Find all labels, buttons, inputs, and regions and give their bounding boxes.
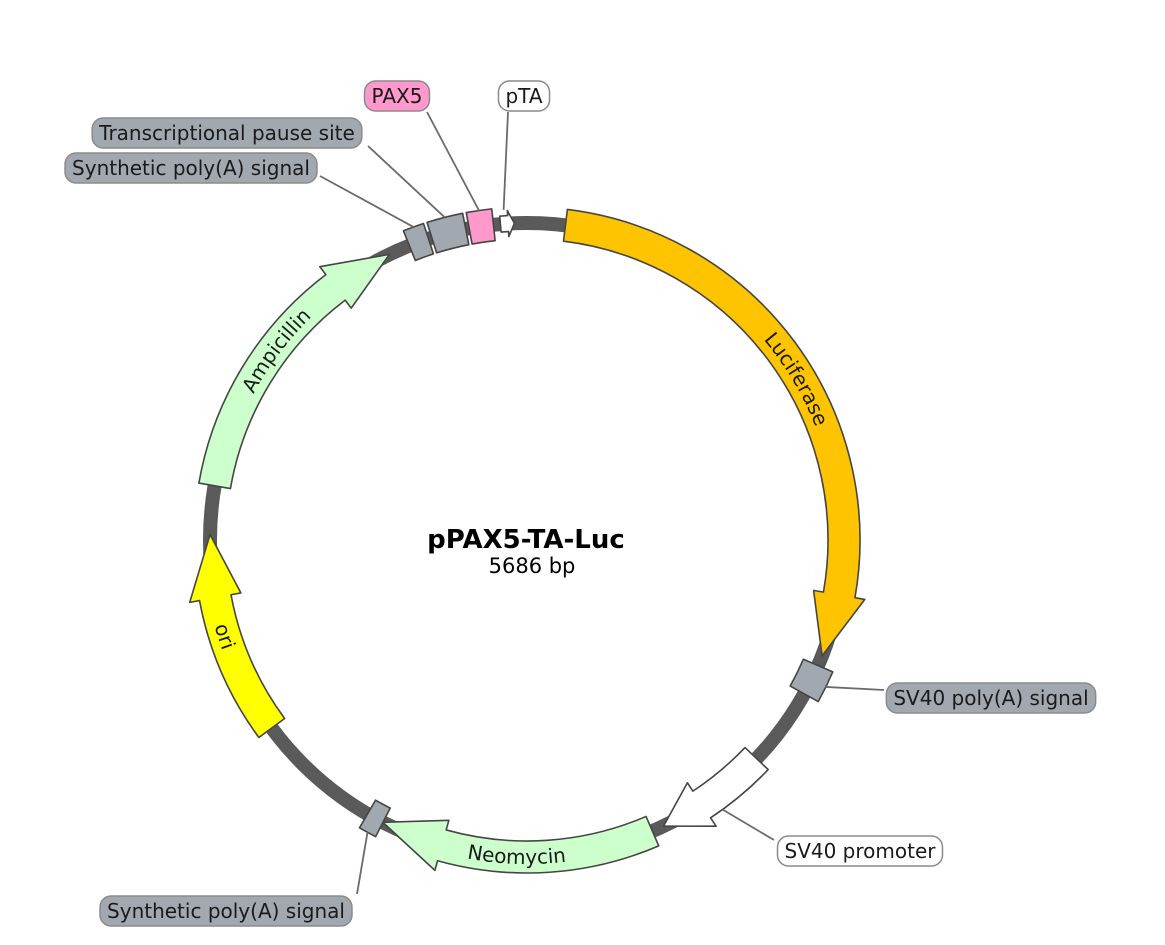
- feature-pax5-9[interactable]: [465, 208, 496, 245]
- feature-luciferase-0[interactable]: [562, 208, 866, 657]
- label-text: Transcriptional pause site: [98, 121, 355, 145]
- label-text: Synthetic poly(A) signal: [107, 899, 345, 923]
- feature-pta-10[interactable]: [498, 209, 516, 238]
- label-text: SV40 promoter: [785, 839, 937, 863]
- plasmid-size: 5686 bp: [489, 554, 576, 578]
- feature-labels: PAX5 pTA Transcriptional pause siteSynthet…: [64, 80, 1097, 927]
- label-pill: [497, 80, 551, 112]
- label-transcriptional-pause-site-2[interactable]: Transcriptional pause site: [91, 117, 363, 149]
- leader-lines: [319, 111, 885, 895]
- leader-line-sv40-poly-a-signal: [825, 686, 885, 691]
- leader-line-pax5: [426, 111, 480, 211]
- feature-sv40-promoter-2[interactable]: [662, 746, 769, 827]
- feature-synthetic-poly-a-signal-4[interactable]: [358, 799, 391, 838]
- feature-label-ampicillin: Ampicillin: [237, 303, 316, 396]
- leader-line-sv40-promoter: [722, 808, 775, 841]
- feature-sv40-poly-a-signal-1[interactable]: [789, 658, 834, 703]
- label-text: PAX5: [372, 84, 423, 108]
- label-pill: [64, 152, 318, 184]
- label-sv40-poly-a-signal-4[interactable]: SV40 poly(A) signal: [885, 682, 1097, 714]
- leader-line-synthetic-poly-a-signal: [356, 832, 369, 895]
- leader-line-synthetic-poly-a-signal: [319, 175, 414, 228]
- feature-label-luciferase: Luciferase: [760, 327, 834, 429]
- label-text: pTA: [505, 84, 542, 108]
- label-pax5-0[interactable]: PAX5: [363, 80, 431, 112]
- leader-line-pta: [502, 111, 509, 210]
- label-synthetic-poly-a-signal-6[interactable]: Synthetic poly(A) signal: [99, 895, 353, 927]
- label-text: SV40 poly(A) signal: [893, 686, 1088, 710]
- plasmid-title: pPAX5-TA-Luc: [427, 525, 625, 555]
- label-text: Synthetic poly(A) signal: [72, 156, 310, 180]
- leader-line-transcriptional-pause-site: [367, 145, 446, 218]
- feature-synthetic-poly-a-signal-7[interactable]: [402, 222, 435, 262]
- label-sv40-promoter-5[interactable]: SV40 promoter: [776, 835, 944, 867]
- feature-ampicillin-6[interactable]: [198, 253, 391, 490]
- label-pill: [99, 895, 353, 927]
- label-pill: [776, 835, 944, 867]
- feature-neomycin-3[interactable]: [382, 815, 660, 874]
- feature-transcriptional-pause-site-8[interactable]: [426, 212, 470, 254]
- feature-ori-5[interactable]: [188, 533, 286, 739]
- label-pta-1[interactable]: pTA: [497, 80, 551, 112]
- label-synthetic-poly-a-signal-3[interactable]: Synthetic poly(A) signal: [64, 152, 318, 184]
- label-pill: [885, 682, 1097, 714]
- label-pill: [363, 80, 431, 112]
- label-pill: [91, 117, 363, 149]
